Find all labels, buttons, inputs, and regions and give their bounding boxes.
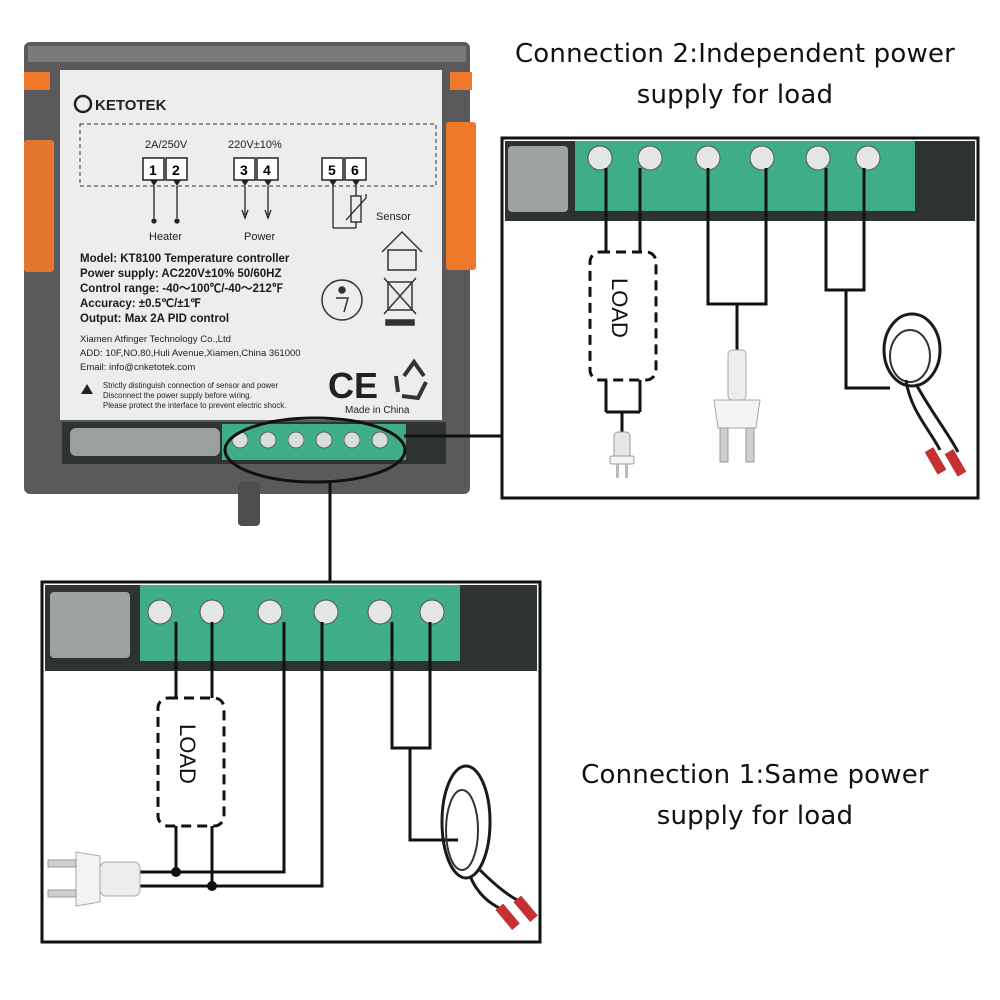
c1-screws	[147, 599, 445, 625]
terminal-4-label: 4	[263, 162, 271, 178]
made-in-china: Made in China	[345, 405, 410, 416]
relay-rating: 2A/250V	[145, 139, 188, 151]
warning-line-2: Disconnect the power supply before wirin…	[103, 391, 252, 400]
fuse	[70, 428, 220, 456]
terminal-labels: 1 2 3 4 5 6	[142, 157, 367, 186]
c1-power-plug-icon	[47, 851, 141, 907]
output-symbols	[151, 186, 367, 229]
heater-label: Heater	[149, 231, 182, 243]
c1-junction-2	[207, 881, 217, 891]
spec-control-range: Control range: -40～100℃/-40～212℉	[80, 282, 283, 295]
c2-small-plug-icon	[609, 431, 635, 478]
temperature-controller: KETOTEK 2A/250V 220V±10% 1 2 3 4 5 6	[24, 42, 476, 526]
mounting-clip-right-top	[450, 72, 472, 90]
connection-2-panel: LOAD	[500, 136, 980, 500]
controller-label	[60, 70, 442, 420]
warning-text: Strictly distinguish connection of senso…	[103, 381, 286, 410]
recycle-icon	[394, 358, 428, 401]
mounting-clip-left	[24, 140, 54, 272]
c1-terminal-block	[140, 585, 460, 661]
warning-icon	[81, 384, 93, 394]
connection-2-title-line2: supply for load	[636, 80, 834, 110]
terminal-3-label: 3	[240, 162, 248, 178]
power-label: Power	[244, 231, 276, 243]
c1-load-box	[156, 696, 226, 828]
company-name: Xiamen Atfinger Technology Co.,Ltd	[80, 334, 231, 345]
company-address: ADD: 10F,NO.80,Huli Avenue,Xiamen,China …	[80, 348, 301, 359]
recycle-man-icon	[321, 279, 363, 321]
c1-temperature-sensor-icon	[440, 764, 538, 930]
connection-2-title-line1: Connection 2:Independent power	[514, 39, 956, 69]
terminal-5-label: 5	[328, 162, 336, 178]
c1-wires	[130, 622, 458, 888]
company-email: Email: info@cnketotek.com	[80, 362, 195, 373]
spec-power-supply: Power supply: AC220V±10% 50/60HZ	[80, 268, 281, 280]
warning-line-3: Please protect the interface to prevent …	[103, 401, 286, 410]
connection-1-caption: Connection 1:Same power supply for load	[560, 755, 950, 837]
brand-name: KETOTEK	[95, 97, 167, 114]
c2-load-label: LOAD	[607, 278, 632, 338]
spec-lines: Model: KT8100 Temperature controller Pow…	[80, 253, 290, 325]
company-info: Xiamen Atfinger Technology Co.,Ltd ADD: …	[80, 334, 301, 373]
ketotek-logo: KETOTEK	[73, 94, 167, 114]
terminal-highlight-ellipse	[223, 416, 407, 484]
terminal-2-label: 2	[172, 162, 180, 178]
spec-output: Output: Max 2A PID control	[80, 313, 229, 325]
weee-bin-icon	[383, 277, 417, 326]
sensor-label: Sensor	[376, 211, 411, 223]
power-rating: 220V±10%	[228, 139, 282, 151]
callout-connectors	[328, 434, 502, 582]
c2-load-box	[588, 250, 658, 382]
sensor-cable-gland	[238, 482, 260, 526]
c1-junction-1	[171, 867, 181, 877]
spec-model: Model: KT8100 Temperature controller	[80, 253, 290, 265]
c2-power-plug-icon	[713, 349, 761, 463]
spec-accuracy: Accuracy: ±0.5℃/±1℉	[80, 297, 201, 310]
connection-1-title-line1: Connection 1:Same power	[581, 760, 929, 790]
connection-2-caption: Connection 2:Independent power supply fo…	[495, 34, 975, 116]
connection-1-panel: LOAD	[40, 580, 542, 944]
warning-line-1: Strictly distinguish connection of senso…	[103, 381, 278, 390]
ce-mark: CE	[328, 365, 378, 406]
c2-temperature-sensor-icon	[882, 312, 967, 477]
mounting-clip-right	[446, 122, 476, 270]
c1-load-label: LOAD	[175, 724, 200, 784]
home-icon	[381, 230, 423, 271]
terminal-1-label: 1	[149, 162, 157, 178]
connection-1-title-line2: supply for load	[656, 801, 854, 831]
mounting-clip-left-top	[24, 72, 50, 90]
c2-screws	[587, 145, 881, 171]
terminal-6-label: 6	[351, 162, 359, 178]
c2-wires	[604, 168, 890, 432]
